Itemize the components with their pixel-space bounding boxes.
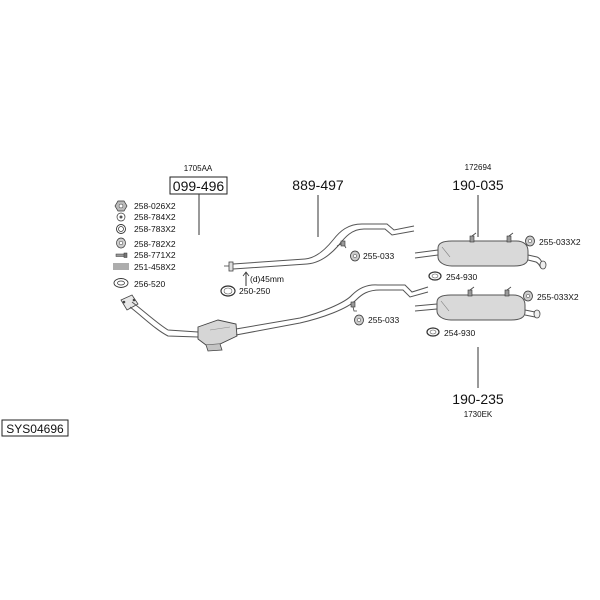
clamp-icon-rear-upper: [428, 271, 442, 281]
legend-label-ring: 258-783X2: [134, 224, 176, 234]
rear-upper-part-number[interactable]: 190-035: [452, 177, 504, 193]
hanger-icon-rear-lower: [523, 290, 533, 302]
clamp-label-rear-lower: 254-930: [444, 328, 475, 338]
spring-icon: [113, 263, 129, 270]
hanger-icon-middle-upper: [350, 250, 360, 262]
diagram-code: SYS04696: [6, 422, 64, 436]
clamp-icon-rear-lower: [426, 327, 440, 337]
hanger-label-rear-lower: 255-033X2: [537, 292, 579, 302]
rubber-mount-icon: [116, 237, 126, 249]
hanger-icon-rear-upper: [525, 235, 535, 247]
legend: 258-026X2 258-784X2 258-783X2 258-782X2 …: [113, 200, 176, 289]
rear-lower-part-number[interactable]: 190-235: [452, 391, 504, 407]
legend-label-gasket: 256-520: [134, 279, 165, 289]
clamp-label-rear-upper: 254-930: [446, 272, 477, 282]
bolt-icon: [115, 252, 128, 258]
legend-label-washer: 258-784X2: [134, 212, 176, 222]
middle-part-number[interactable]: 889-497: [292, 177, 344, 193]
hanger-label-middle-lower: 255-033: [368, 315, 399, 325]
gasket-icon: [113, 278, 129, 288]
diagram-code-box: [1, 419, 69, 437]
front-part-number[interactable]: 099-496: [173, 178, 225, 194]
clamp-icon: [220, 285, 236, 297]
washer-icon: [116, 212, 126, 222]
front-header: 1705AA: [184, 164, 213, 173]
legend-label-rubber-mount: 258-782X2: [134, 239, 176, 249]
diameter-label: (d)45mm: [250, 274, 284, 284]
middle-pipe[interactable]: [224, 223, 415, 272]
nut-icon: [114, 200, 128, 212]
hanger-label-rear-upper: 255-033X2: [539, 237, 581, 247]
rear-lower-footer: 1730EK: [464, 410, 493, 419]
rear-upper-silencer[interactable]: [414, 232, 547, 270]
clamp-label: 250-250: [239, 286, 270, 296]
hanger-icon-middle-lower: [354, 314, 364, 326]
rear-upper-header: 172694: [465, 163, 492, 172]
front-pipe-assembly[interactable]: [120, 284, 429, 352]
legend-label-nut: 258-026X2: [134, 201, 176, 211]
legend-label-bolt: 258-771X2: [134, 250, 176, 260]
hanger-label-middle-upper: 255-033: [363, 251, 394, 261]
ring-icon: [116, 224, 126, 234]
rear-lower-silencer[interactable]: [414, 286, 541, 321]
legend-label-spring: 251-458X2: [134, 262, 176, 272]
